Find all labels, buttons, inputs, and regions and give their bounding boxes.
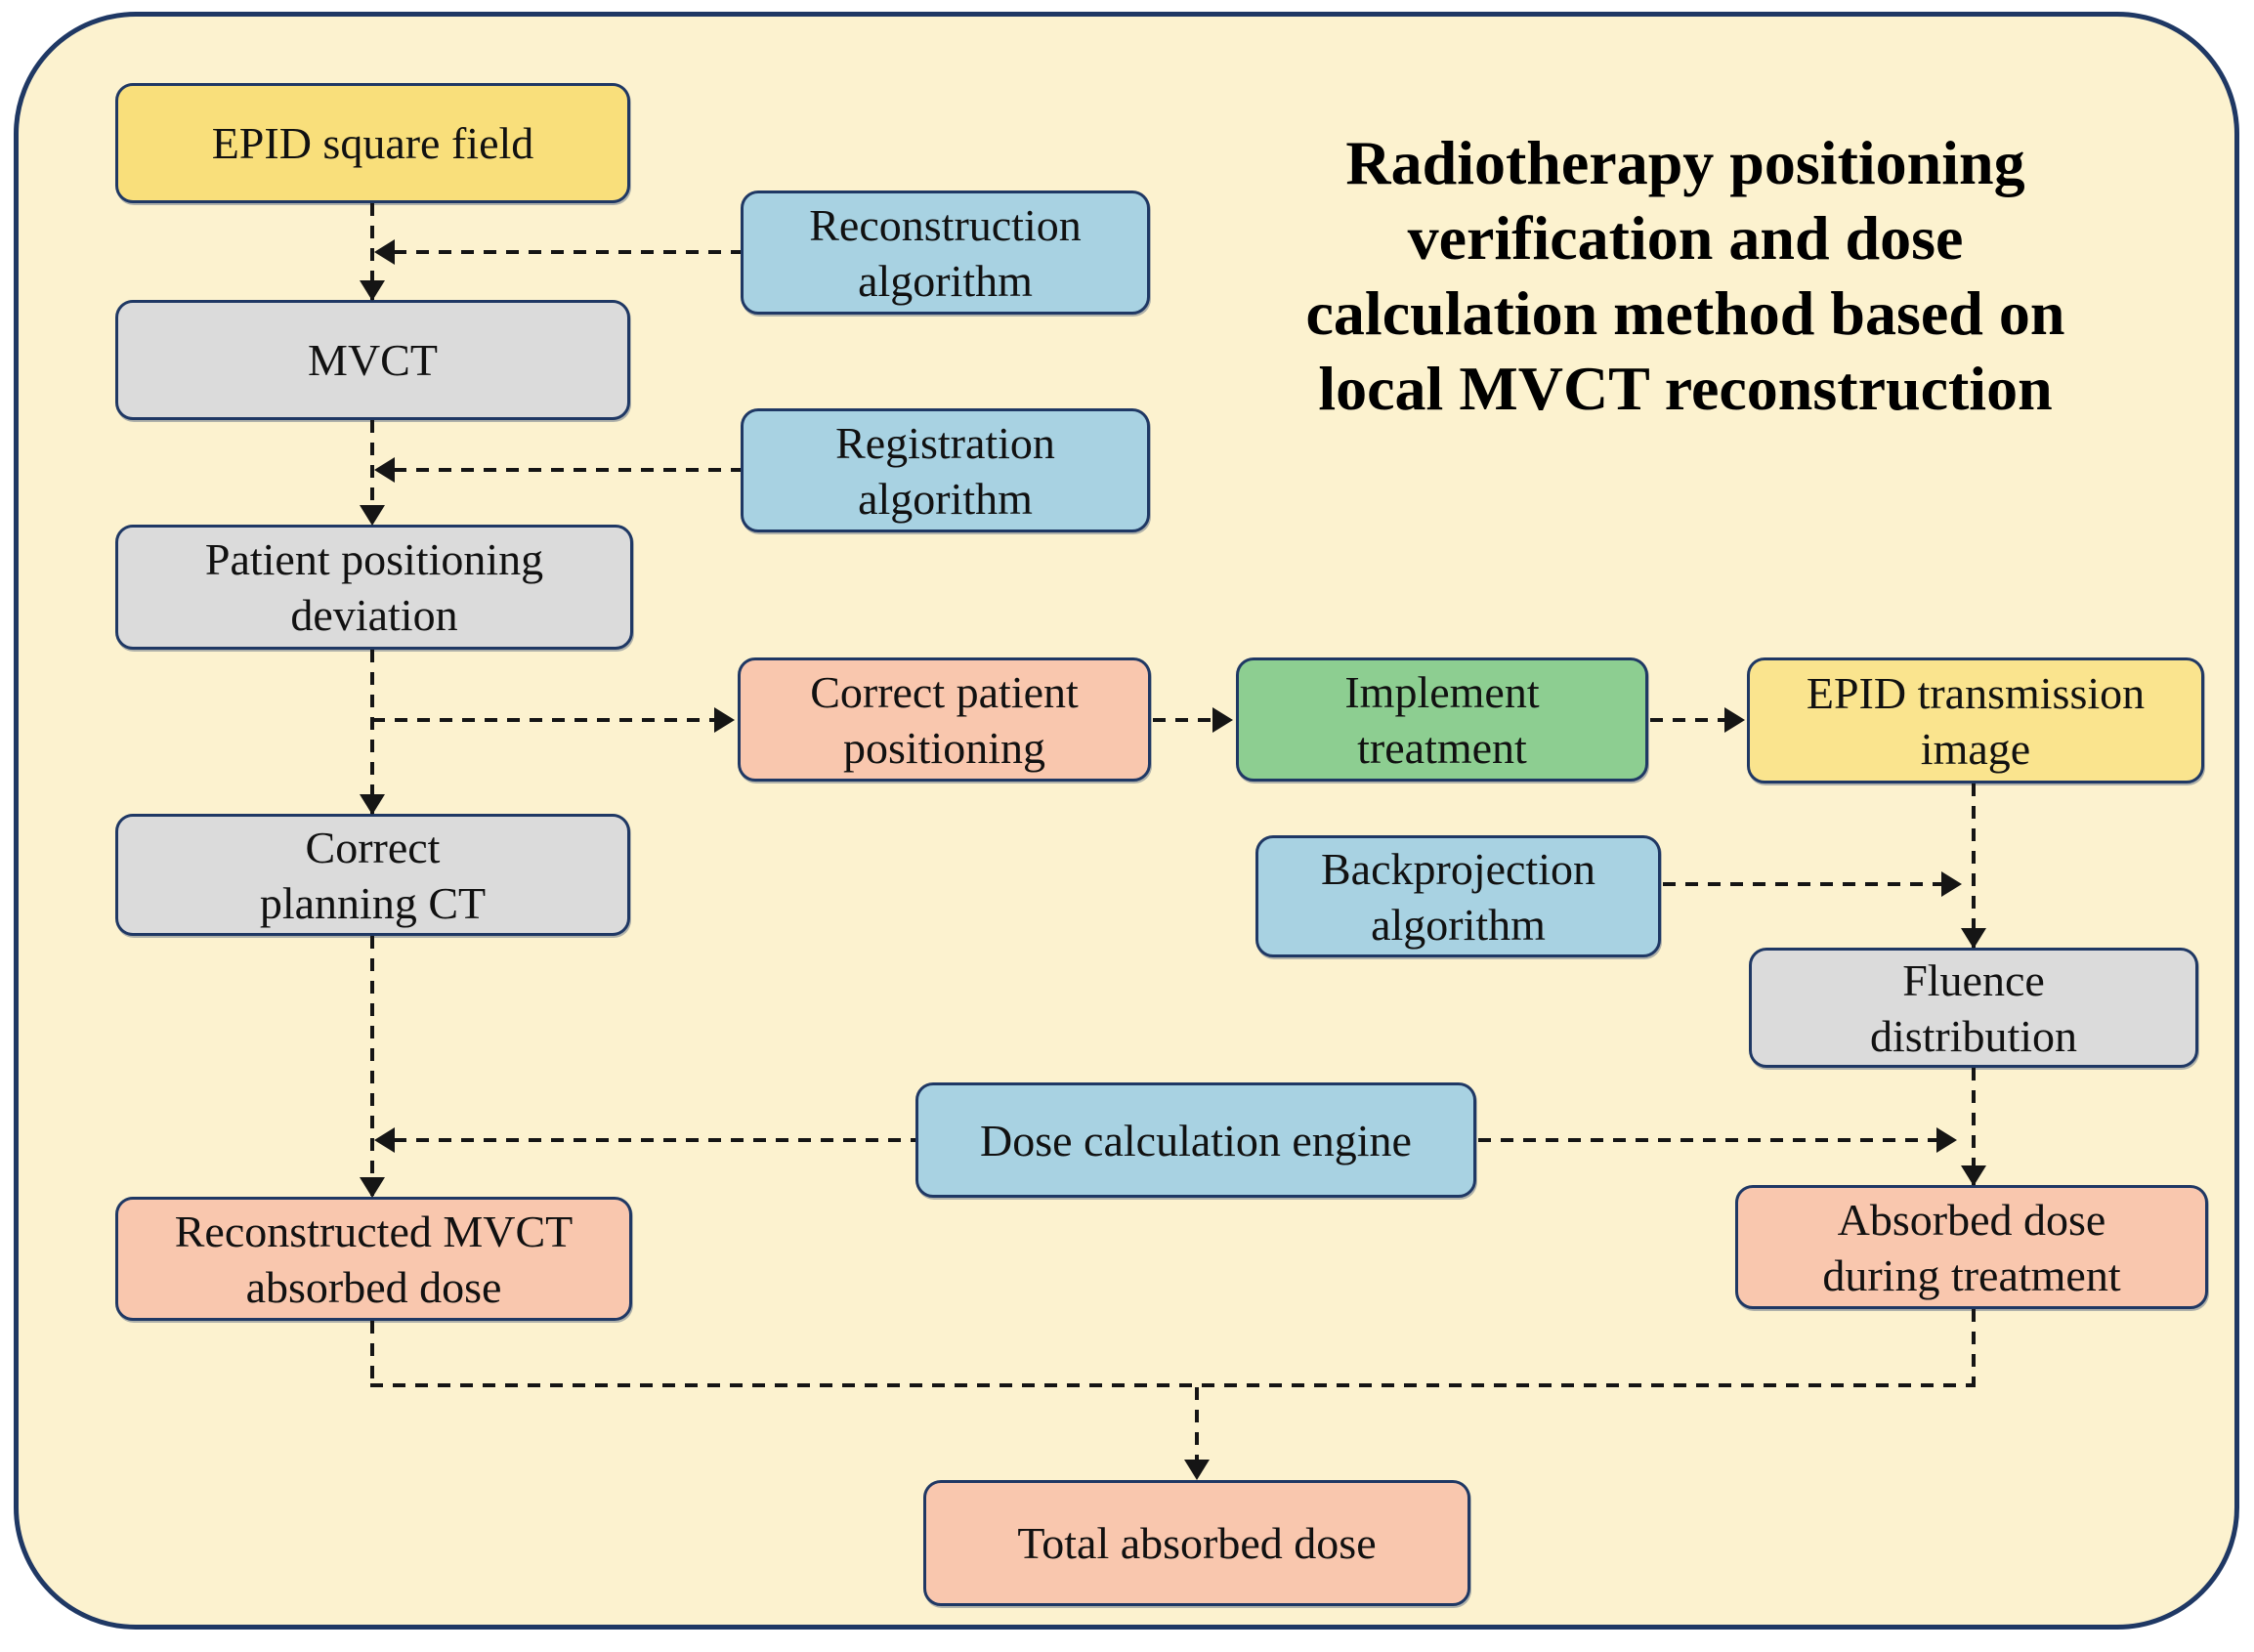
connector-deviation-to-correct-positioning bbox=[372, 718, 715, 722]
connector-reconstruction-algorithm-feed bbox=[394, 250, 741, 254]
title-line-3: calculation method based on bbox=[1305, 278, 2065, 348]
box-label: Total absorbed dose bbox=[1017, 1518, 1377, 1568]
box-absorbed-dose-during-treatment: Absorbed dose during treatment bbox=[1735, 1185, 2208, 1309]
connector-reconstructed-dose-down bbox=[370, 1321, 374, 1385]
arrowhead-into-deviation bbox=[360, 505, 385, 526]
arrowhead-backprojection-feed bbox=[1941, 871, 1962, 897]
box-label: Correct planning CT bbox=[259, 822, 487, 928]
connector-positioning-to-treatment bbox=[1153, 718, 1213, 722]
box-label: Dose calculation engine bbox=[980, 1115, 1412, 1165]
arrowhead-into-reconstructed-dose bbox=[360, 1177, 385, 1198]
box-dose-calculation-engine: Dose calculation engine bbox=[915, 1082, 1476, 1198]
box-label: Registration algorithm bbox=[835, 417, 1055, 524]
box-label: EPID square field bbox=[211, 118, 534, 168]
connector-fluence-to-absorbed-dose bbox=[1972, 1068, 1976, 1185]
arrowhead-registration-feed bbox=[374, 457, 395, 483]
box-implement-treatment: Implement treatment bbox=[1236, 657, 1648, 782]
box-epid-square-field: EPID square field bbox=[115, 83, 630, 203]
box-epid-transmission-image: EPID transmission image bbox=[1747, 657, 2204, 784]
box-patient-positioning-deviation: Patient positioning deviation bbox=[115, 525, 633, 650]
arrowhead-into-absorbed-dose bbox=[1961, 1165, 1986, 1186]
box-reconstructed-mvct-absorbed-dose: Reconstructed MVCT absorbed dose bbox=[115, 1197, 632, 1321]
connector-registration-algorithm-feed bbox=[394, 468, 741, 472]
connector-deviation-to-planning-ct bbox=[370, 650, 374, 814]
arrowhead-engine-right bbox=[1936, 1127, 1957, 1153]
connector-mvct-to-deviation bbox=[370, 420, 374, 525]
title-line-2: verification and dose bbox=[1407, 203, 1964, 273]
arrowhead-into-mvct bbox=[360, 280, 385, 301]
box-label: Correct patient positioning bbox=[810, 666, 1079, 773]
arrowhead-engine-left bbox=[374, 1127, 395, 1153]
connector-absorbed-dose-down bbox=[1972, 1309, 1976, 1385]
box-backprojection-algorithm: Backprojection algorithm bbox=[1255, 835, 1661, 957]
box-correct-patient-positioning: Correct patient positioning bbox=[738, 657, 1151, 782]
connector-bottom-merge bbox=[370, 1383, 1976, 1387]
connector-backprojection-feed bbox=[1663, 882, 1942, 886]
box-total-absorbed-dose: Total absorbed dose bbox=[923, 1480, 1470, 1606]
diagram-title: Radiotherapy positioning verification an… bbox=[1226, 125, 2145, 426]
box-label: Patient positioning deviation bbox=[204, 534, 544, 640]
title-line-4: local MVCT reconstruction bbox=[1318, 354, 2053, 423]
title-line-1: Radiotherapy positioning bbox=[1345, 128, 2025, 197]
connector-epid-image-to-fluence bbox=[1972, 784, 1976, 948]
box-label: Implement treatment bbox=[1344, 666, 1540, 773]
box-label: Reconstructed MVCT absorbed dose bbox=[174, 1206, 574, 1312]
arrowhead-into-treatment bbox=[1212, 707, 1233, 733]
box-mvct: MVCT bbox=[115, 300, 630, 420]
box-registration-algorithm: Registration algorithm bbox=[741, 408, 1150, 532]
connector-treatment-to-epid-image bbox=[1650, 718, 1725, 722]
box-label: Backprojection algorithm bbox=[1320, 843, 1595, 950]
box-label: Fluence distribution bbox=[1869, 954, 2078, 1061]
box-correct-planning-ct: Correct planning CT bbox=[115, 814, 630, 936]
arrowhead-into-total-absorbed-dose bbox=[1184, 1460, 1210, 1480]
connector-engine-to-right bbox=[1478, 1138, 1937, 1142]
arrowhead-into-fluence bbox=[1961, 928, 1986, 949]
box-label: MVCT bbox=[308, 335, 438, 385]
box-label: Reconstruction algorithm bbox=[809, 199, 1082, 306]
box-label: EPID transmission image bbox=[1806, 667, 2146, 774]
box-reconstruction-algorithm: Reconstruction algorithm bbox=[741, 191, 1150, 315]
connector-engine-to-left bbox=[394, 1138, 915, 1142]
box-fluence-distribution: Fluence distribution bbox=[1749, 948, 2198, 1068]
arrowhead-reconstruction-feed bbox=[374, 239, 395, 265]
connector-epid-square-to-mvct bbox=[370, 203, 374, 300]
connector-planning-ct-to-reconstructed-dose bbox=[370, 936, 374, 1197]
box-label: Absorbed dose during treatment bbox=[1822, 1194, 2121, 1300]
connector-merge-to-total bbox=[1195, 1387, 1199, 1462]
arrowhead-into-planning-ct bbox=[360, 794, 385, 815]
arrowhead-into-correct-positioning bbox=[714, 707, 735, 733]
arrowhead-into-epid-image bbox=[1724, 707, 1745, 733]
